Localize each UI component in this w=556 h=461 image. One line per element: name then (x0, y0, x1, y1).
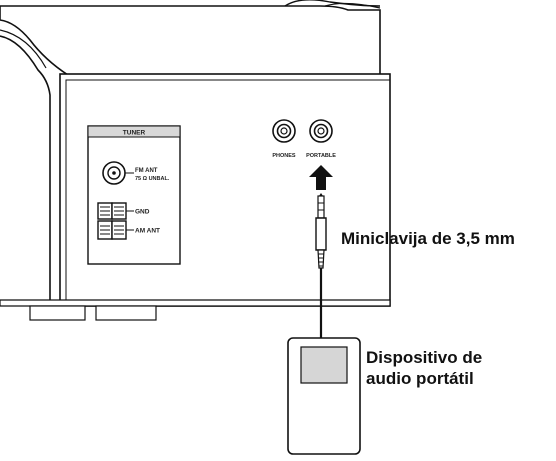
phones-label: PHONES (272, 153, 296, 159)
foot-left (29, 305, 86, 321)
portable-jack-hole (317, 127, 325, 135)
unit-top-knob-2 (324, 2, 381, 9)
mini-plug (315, 193, 327, 269)
device-callout-line1: Dispositivo de (366, 348, 483, 367)
portable-device-screen (300, 346, 348, 384)
fm-ant-label: FM ANT (135, 168, 158, 174)
gnd-terminal (97, 202, 127, 220)
unit-left-edge-inner (0, 29, 47, 69)
fm-ant-jack-pin (112, 171, 116, 175)
tuner-title: TUNER (123, 130, 146, 137)
insert-arrow (309, 165, 333, 190)
unit-left-edge (0, 35, 51, 300)
foot-right (95, 305, 157, 321)
unit-top-outline (0, 5, 381, 76)
tuner-block (87, 125, 181, 265)
am-ant-terminal (97, 220, 127, 240)
unit-bottom (0, 299, 391, 307)
portable-label: PORTABLE (306, 153, 336, 159)
phones-jack-hole (280, 127, 288, 135)
tuner-title-bar (87, 125, 181, 138)
am-ant-label: AM ANT (135, 228, 160, 235)
device-callout-line2: audio portátil (366, 369, 474, 388)
gnd-label: GND (135, 209, 150, 216)
fm-ant-impedance: 75 Ω UNBAL. (135, 176, 170, 182)
minijack-callout: Miniclavija de 3,5 mm (341, 229, 515, 248)
